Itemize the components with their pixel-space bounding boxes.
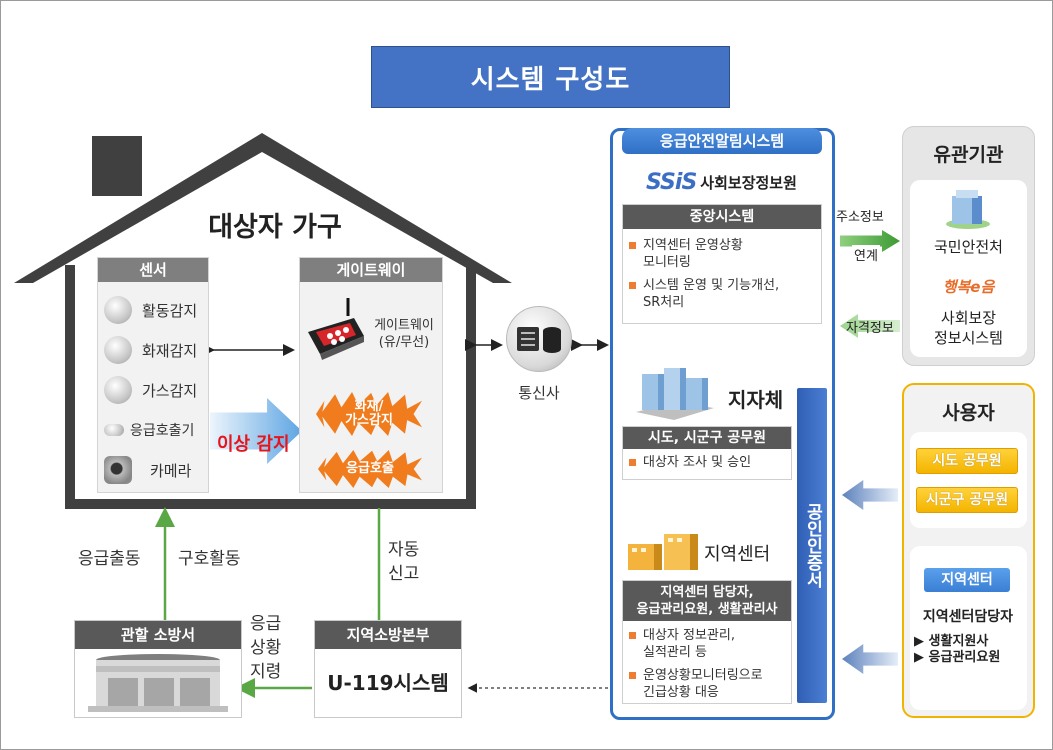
ssis-name: 사회보장정보원 [700,174,797,192]
fire-station-building-icon [88,654,228,712]
certificate-label: 공인인증서 [802,503,823,588]
regional-center-building-icon [628,534,698,570]
local-gov-building-icon [636,368,714,420]
carrier-icon [506,306,572,372]
emergency-call-burst: 응급호출 [318,450,422,488]
house-chimney [92,136,142,196]
related-agencies-header: 유관기관 [933,144,1004,166]
sensor-item-camera: 카메라 [98,450,208,490]
center-manager-label: 지역센터담당자 [922,609,1014,625]
qualification-info-label: 자격정보 [846,321,894,336]
gateway-panel-header: 게이트웨이 [300,258,442,282]
household-title: 대상자 가구 [208,212,342,243]
local-gov-bullet: 대상자 조사 및 승인 [625,454,789,471]
gateway-device-icon [308,298,364,360]
user-roles-list: ▶ 생활지원사 ▶ 응급관리요원 [914,634,1000,666]
gateway-device-label: 게이트웨이 (유/무선) [374,318,434,350]
dispatch-label: 응급출동 [78,549,141,569]
address-info-label: 주소정보 [836,210,884,225]
social-security-system-label: 사회보장 정보시스템 [933,309,1003,347]
camera-icon [104,456,132,484]
page-title: 시스템 구성도 [371,46,730,108]
sensor-item-motion: 활동감지 [98,290,208,330]
regional-center-label: 지역센터 [704,544,771,565]
rescue-label: 구호활동 [178,549,241,569]
province-official-button[interactable]: 시도 공무원 [916,448,1018,474]
regional-center-bullet: 대상자 정보관리,실적관리 등 [625,627,789,661]
happy-eum-logo: 행복e음 [942,278,995,296]
anomaly-label: 이상 감지 [217,434,290,455]
carrier-label: 통신사 [518,384,560,402]
gas-sensor-icon [104,376,132,404]
regional-center-header: 지역센터 담당자, 응급관리요원, 생활관리사 [623,581,791,621]
ssis-logo: SSiS 사회보장정보원 [646,170,797,195]
motion-sensor-icon [104,296,132,324]
emergency-order-label: 응급 상황 지령 [250,614,282,682]
sensor-item-emergency-caller: 응급호출기 [98,410,208,450]
sensor-item-gas: 가스감지 [98,370,208,410]
local-gov-label: 지자체 [728,388,784,412]
safety-agency-building-icon [946,190,990,229]
regional-center-button[interactable]: 지역센터 [924,568,1010,592]
link-label: 연계 [852,245,880,264]
local-gov-header: 시도, 시군구 공무원 [623,427,791,449]
fire-hq-box: 지역소방본부 U-119시스템 [314,620,462,718]
sensor-item-fire: 화재감지 [98,330,208,370]
auto-report-label: 자동 신고 [388,540,420,584]
central-bullet: 시스템 운영 및 기능개선,SR처리 [625,277,819,311]
users-header: 사용자 [942,402,995,424]
u119-system-label: U-119시스템 [327,671,449,695]
sensor-panel-header: 센서 [98,258,208,282]
fire-gas-alert-burst: 화재/가스감지 [316,392,422,436]
local-gov-box: 시도, 시군구 공무원 대상자 조사 및 승인 [622,426,792,480]
central-system-header: 중앙시스템 [623,205,821,229]
house-wall [65,265,476,509]
city-official-button[interactable]: 시군구 공무원 [916,487,1018,513]
role-item: ▶ 응급관리요원 [914,650,1001,665]
emergency-caller-icon [104,424,124,436]
certificate-bar: 공인인증서 [797,388,827,703]
fire-station-header: 관할 소방서 [75,621,241,649]
ssis-logo-mark: SSiS [646,170,697,195]
safety-agency-label: 국민안전처 [933,238,1003,256]
fire-hq-header: 지역소방본부 [315,621,461,649]
sensor-panel: 센서 활동감지 화재감지 가스감지 응급호출기 카메라 [97,257,209,493]
regional-center-box: 지역센터 담당자, 응급관리요원, 생활관리사 대상자 정보관리,실적관리 등 … [622,580,792,704]
emergency-system-header: 응급안전알림시스템 [622,128,822,154]
users-gov-card [910,432,1027,528]
role-item: ▶ 생활지원사 [914,634,989,649]
fire-sensor-icon [104,336,132,364]
